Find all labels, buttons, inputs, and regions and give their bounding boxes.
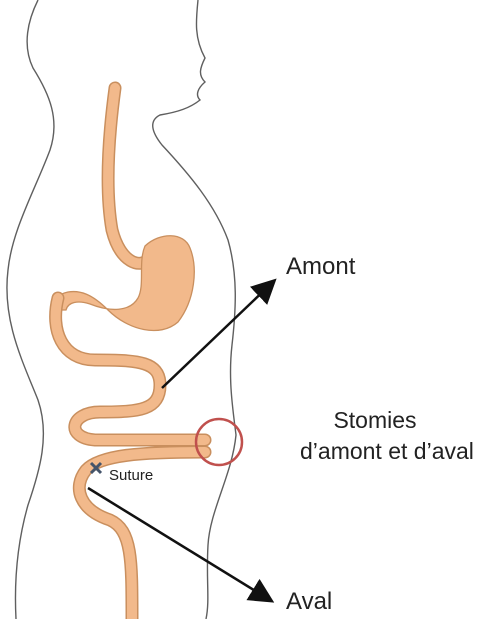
label-stomies: Stomies d’amont et d’aval: [300, 405, 450, 467]
label-amont: Amont: [286, 253, 355, 281]
label-stomies-line2: d’amont et d’aval: [300, 436, 450, 467]
body-outline: [7, 0, 54, 619]
label-aval: Aval: [286, 588, 332, 616]
label-suture: Suture: [109, 467, 153, 484]
arrow-aval: [88, 488, 270, 600]
label-stomies-line1: Stomies: [300, 405, 450, 436]
intestine-upper: [108, 88, 150, 263]
